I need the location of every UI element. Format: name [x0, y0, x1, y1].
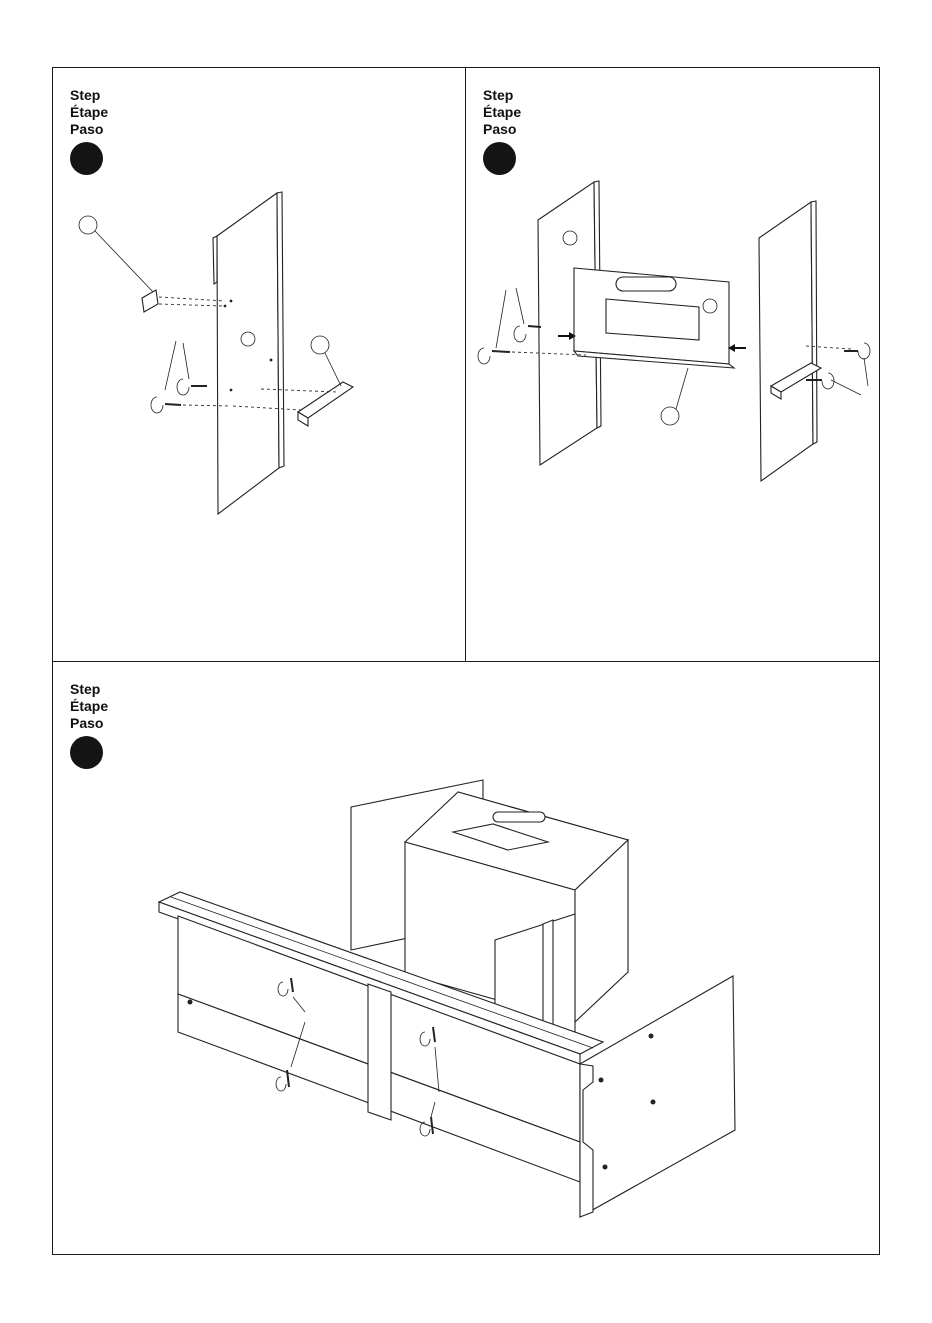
screw-icon [478, 348, 490, 364]
step-panel-3: Step Étape Paso [53, 662, 879, 1254]
screw-icon [276, 1077, 286, 1091]
step-panel-2: Step Étape Paso [466, 68, 879, 662]
screw-icon [858, 343, 870, 359]
step-2-illustration [466, 68, 879, 662]
screw-icon [151, 397, 163, 413]
screw-icon [514, 326, 526, 342]
rail-piece [298, 382, 353, 418]
center-divider [368, 984, 391, 1120]
side-panel [217, 193, 279, 514]
callout-circle [661, 407, 679, 425]
bracket [142, 290, 158, 312]
callout-circle-a [79, 216, 97, 234]
handle [493, 812, 545, 822]
screw-icon [177, 379, 189, 395]
right-side-panel [759, 202, 813, 481]
callout-circle-b [311, 336, 329, 354]
step-1-illustration [53, 68, 466, 662]
step-3-illustration [53, 662, 879, 1254]
right-end-panel [580, 976, 735, 1217]
instruction-sheet: Step Étape Paso [52, 67, 880, 1255]
handle [616, 277, 676, 291]
step-panel-1: Step Étape Paso [53, 68, 466, 662]
